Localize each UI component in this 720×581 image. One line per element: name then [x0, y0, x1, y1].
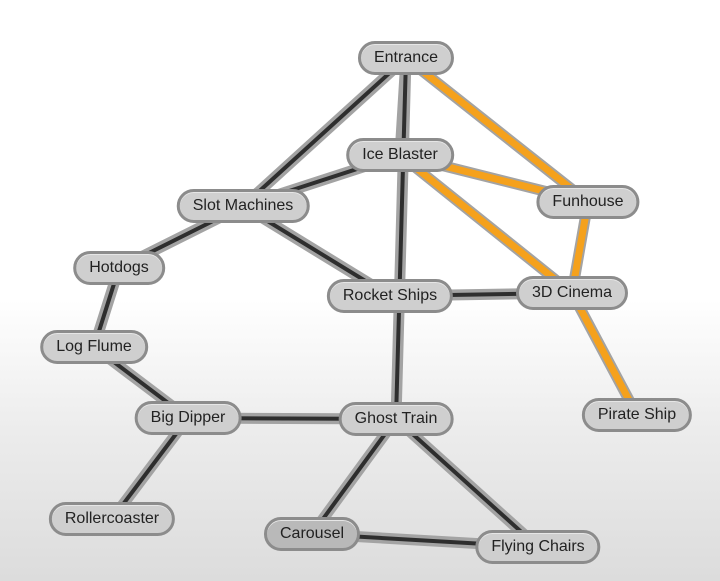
node-carousel[interactable]: Carousel	[263, 517, 361, 551]
node-entrance[interactable]: Entrance	[357, 41, 455, 75]
edge-entrance-slot-machines	[241, 56, 408, 208]
node-pirate-ship[interactable]: Pirate Ship	[581, 398, 693, 432]
edge-ghost-train-flying-chairs	[394, 417, 540, 549]
node-rollercoaster[interactable]: Rollercoaster	[48, 502, 176, 536]
edge-ice-blaster-3d-cinema	[396, 151, 576, 297]
node-hotdogs[interactable]: Hotdogs	[73, 251, 165, 285]
node-big-dipper[interactable]: Big Dipper	[134, 401, 242, 435]
edge-entrance-funhouse	[402, 54, 592, 206]
node-3d-cinema[interactable]: 3D Cinema	[515, 276, 629, 310]
node-slot-machines[interactable]: Slot Machines	[176, 189, 310, 223]
node-ghost-train[interactable]: Ghost Train	[338, 402, 454, 436]
edge-3d-cinema-pirate-ship	[568, 289, 641, 419]
edge-ghost-train-carousel	[310, 417, 398, 536]
edge-entrance-ghost-train	[394, 56, 408, 421]
node-rocket-ships[interactable]: Rocket Ships	[326, 279, 454, 313]
node-log-flume[interactable]: Log Flume	[40, 330, 148, 364]
node-flying-chairs[interactable]: Flying Chairs	[475, 530, 601, 564]
node-funhouse[interactable]: Funhouse	[536, 185, 640, 219]
node-ice-blaster[interactable]: Ice Blaster	[346, 138, 454, 172]
